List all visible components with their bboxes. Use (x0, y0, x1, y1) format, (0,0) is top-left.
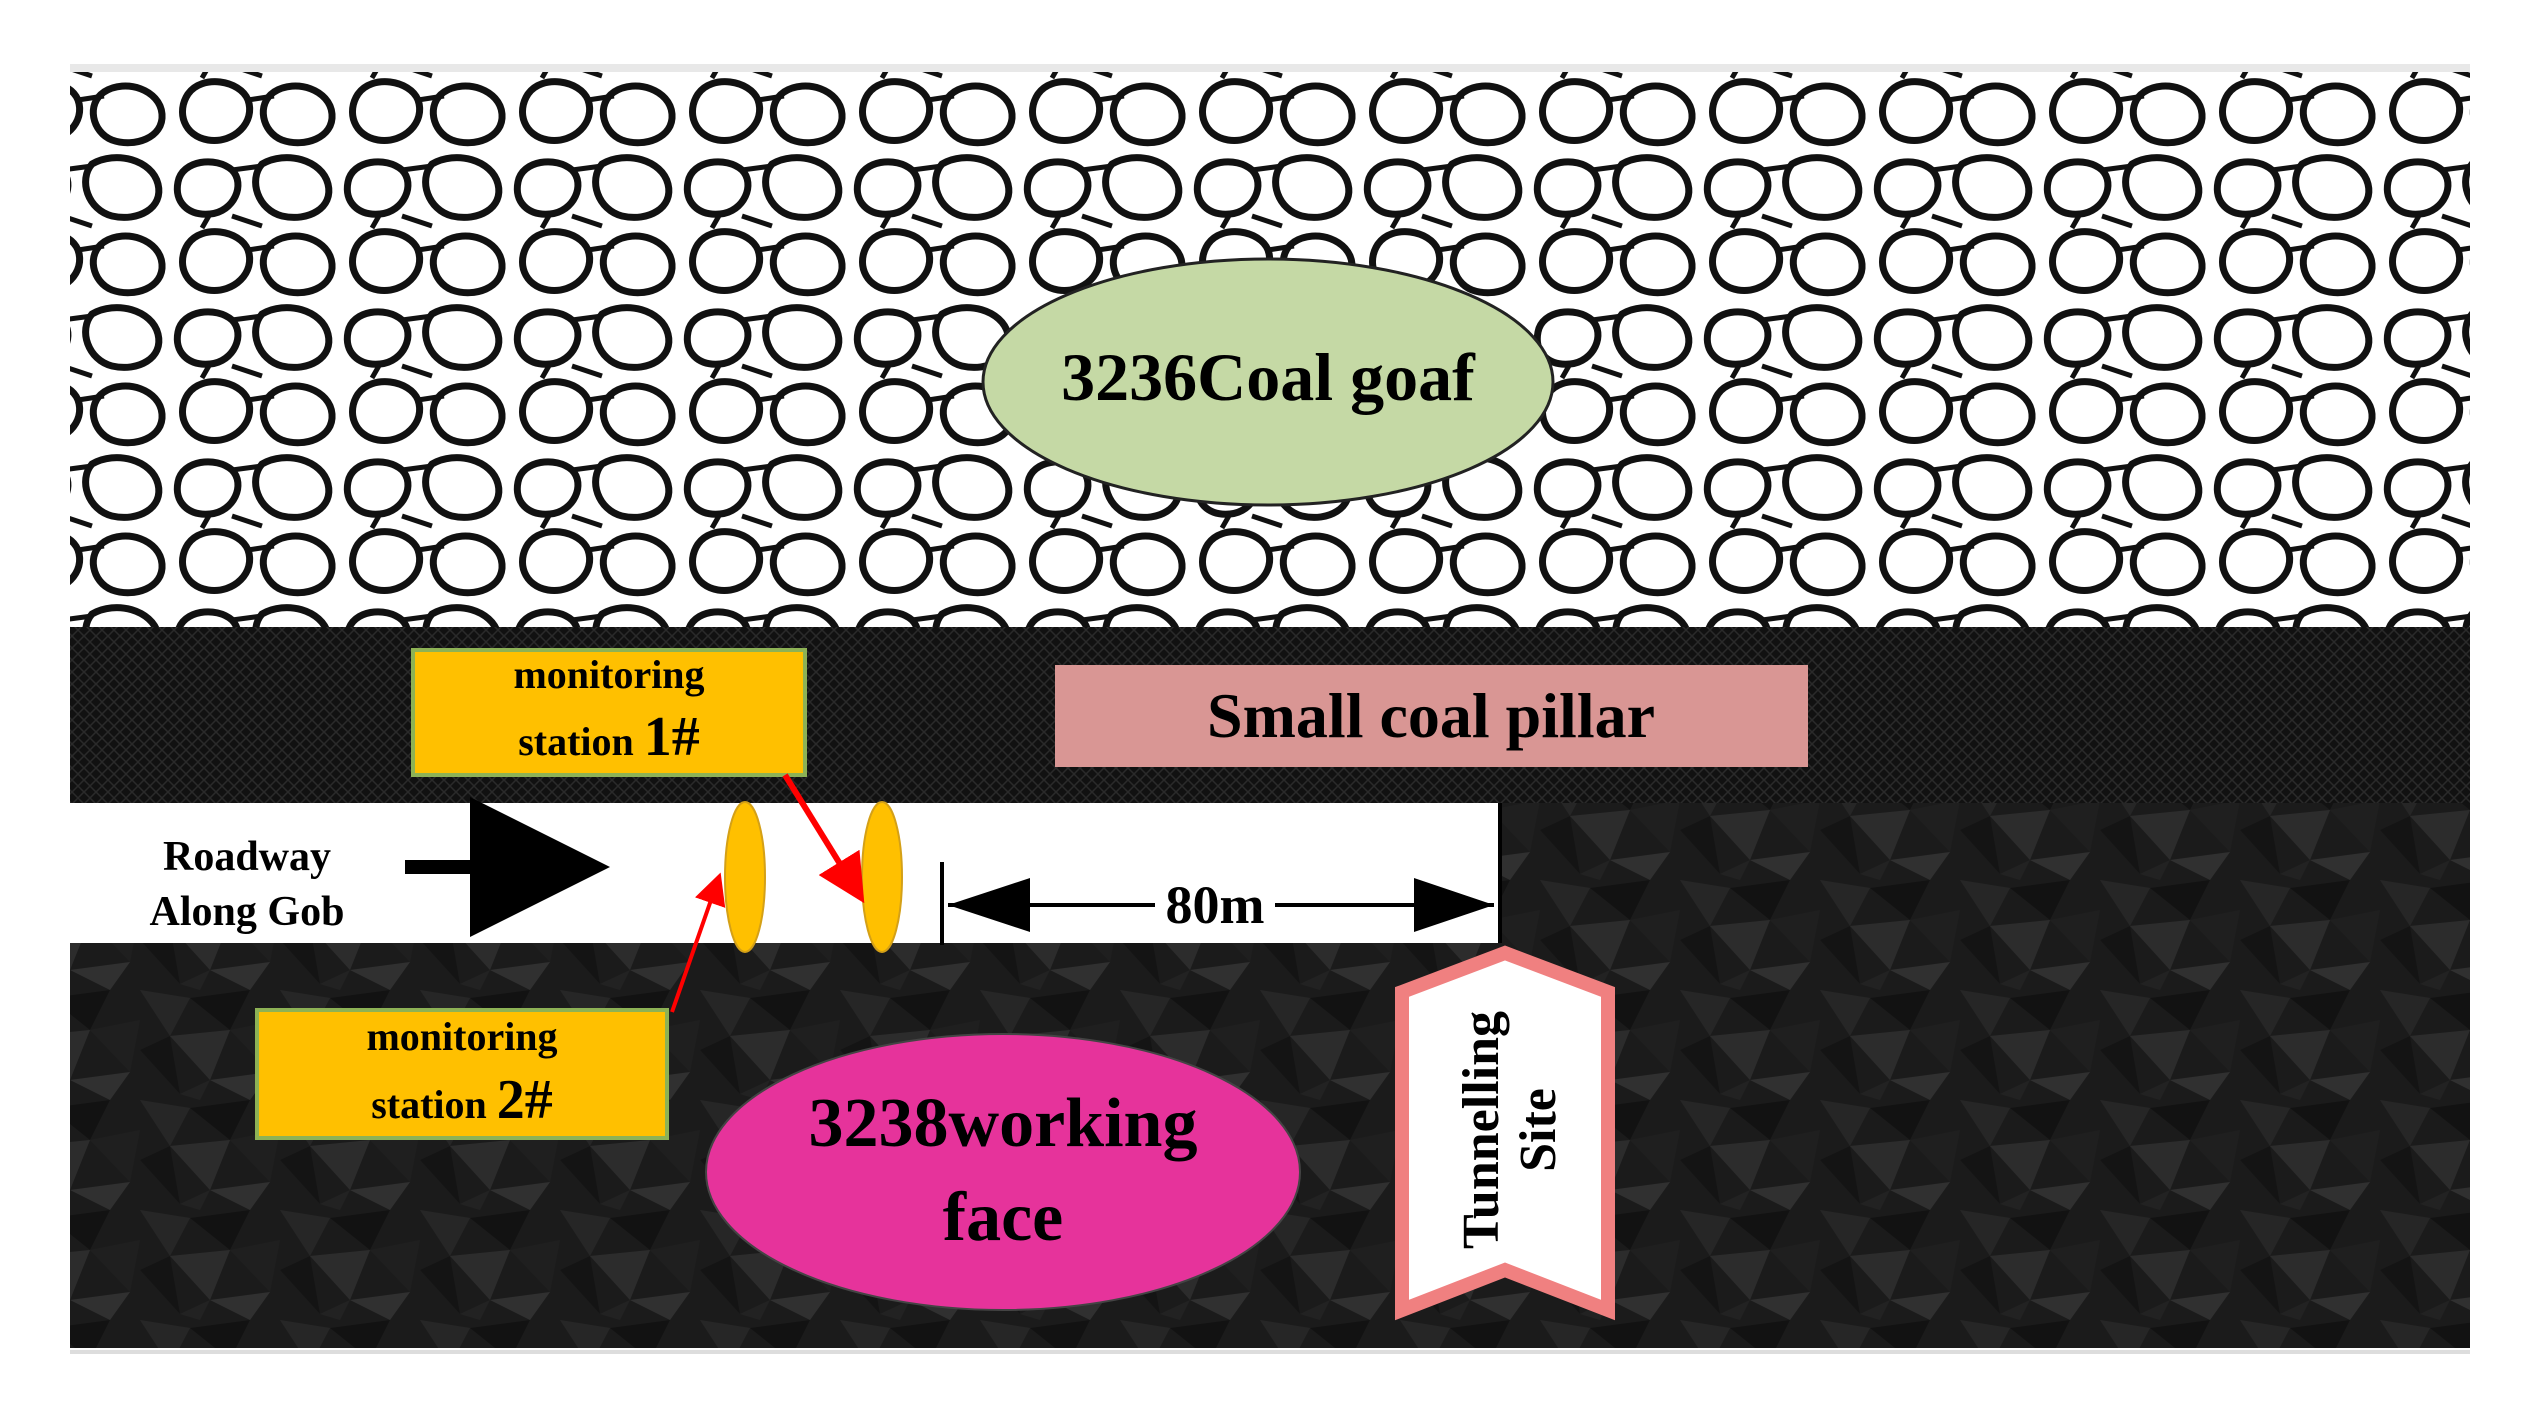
station-1-line2: station 1# (518, 706, 700, 768)
coal-seam-right (1500, 803, 2470, 943)
station-1-prefix: station (518, 719, 644, 764)
distance-label: 80m (1166, 875, 1265, 935)
station-2-box (255, 1008, 669, 1140)
goaf-ellipse (981, 257, 1555, 507)
distance-right-arrowhead (1414, 878, 1494, 932)
tunnelling-site-sign (1395, 945, 1615, 1321)
tunnelling-line2: Site (1510, 1088, 1567, 1172)
pillar-label-box (1055, 665, 1808, 767)
pillar-label: Small coal pillar (1207, 680, 1655, 751)
roadway-along-gob (70, 803, 1500, 943)
tunnelling-line1: Tunnelling (1453, 1011, 1510, 1249)
station-2-number: 2# (497, 1069, 553, 1131)
monitor-ellipse-1 (861, 801, 903, 953)
station-2-line2: station 2# (371, 1069, 553, 1131)
station-2-prefix: station (371, 1082, 497, 1127)
top-border (70, 64, 2470, 72)
roadway-label-line1: Roadway (163, 834, 331, 880)
station-1-box (411, 648, 807, 777)
station-1-line1: monitoring (513, 652, 704, 697)
roadway-label-line2: Along Gob (150, 889, 345, 935)
working-face-line1: 3238working (809, 1085, 1198, 1162)
station-1-number: 1# (644, 706, 700, 768)
monitor-ellipse-2 (724, 801, 766, 953)
goaf-label: 3236Coal goaf (1061, 339, 1476, 415)
station-2-pointer (670, 872, 726, 1013)
station-1-pointer (782, 773, 865, 904)
distance-left-arrowhead (948, 878, 1030, 932)
working-face-ellipse (705, 1033, 1301, 1311)
working-face-line2: face (943, 1179, 1063, 1256)
station-2-line1: monitoring (366, 1014, 557, 1059)
